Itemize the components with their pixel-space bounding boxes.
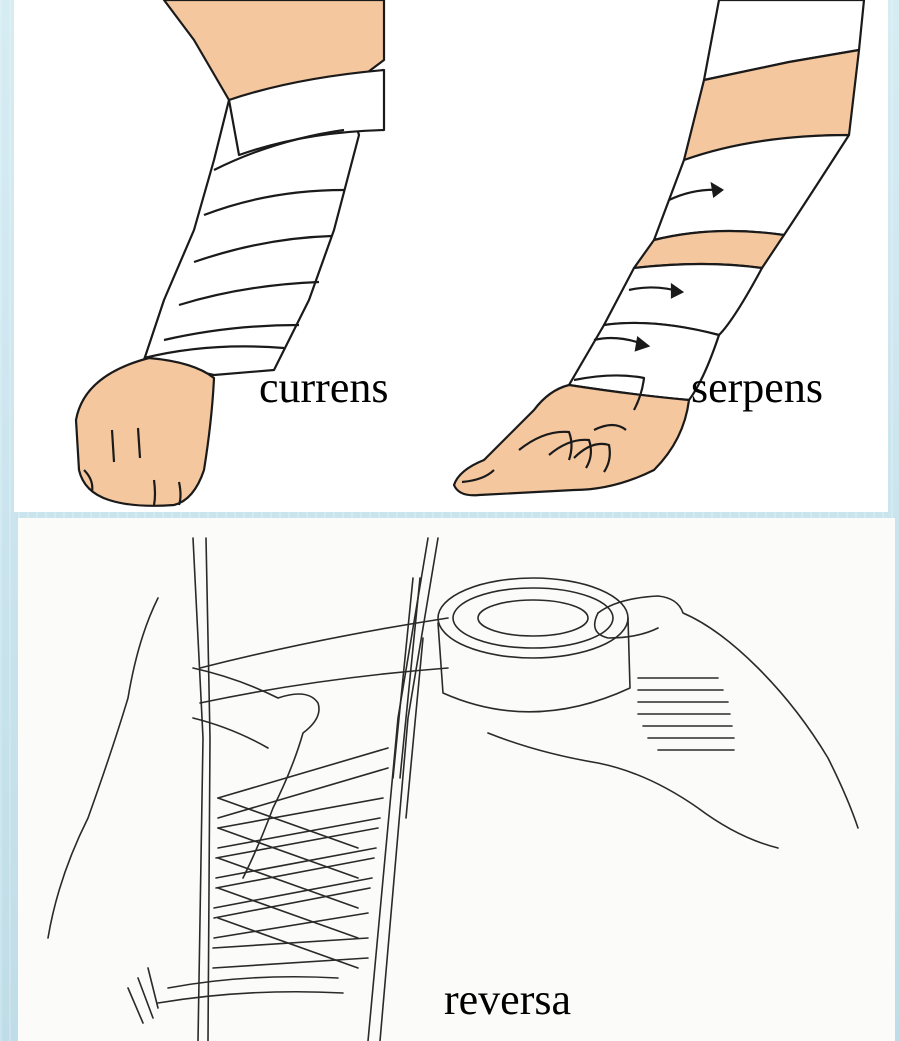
serpens-arm-illustration xyxy=(454,0,864,495)
limb-left-edge xyxy=(193,538,203,1041)
currens-label: currens xyxy=(259,366,389,410)
serpens-label: serpens xyxy=(691,366,823,410)
reversa-label: reversa xyxy=(444,978,571,1022)
limb-right-edge xyxy=(368,538,428,1041)
bottom-illustration-panel: reversa xyxy=(18,518,895,1041)
currens-arm-illustration xyxy=(76,0,384,506)
reversa-sketch-illustration xyxy=(18,518,895,1041)
top-illustration-panel: currens serpens xyxy=(14,0,888,512)
bandage-types-illustration xyxy=(14,0,888,512)
